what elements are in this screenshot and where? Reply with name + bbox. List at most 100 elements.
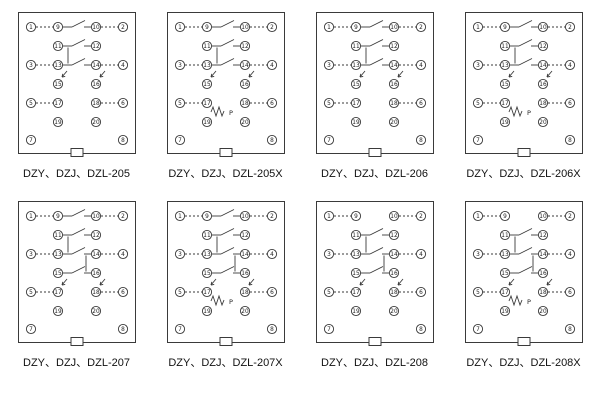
svg-text:6: 6 (270, 101, 274, 107)
svg-text:4: 4 (419, 252, 423, 258)
svg-text:9: 9 (205, 25, 209, 31)
svg-text:9: 9 (503, 25, 507, 31)
svg-text:1: 1 (29, 214, 33, 220)
svg-text:11: 11 (203, 44, 211, 50)
svg-text:3: 3 (178, 252, 182, 258)
svg-text:2: 2 (270, 25, 274, 31)
svg-text:12: 12 (390, 44, 398, 50)
svg-text:7: 7 (178, 327, 182, 333)
diagram-label: DZY、DZJ、DZL-208X (466, 357, 581, 369)
svg-text:3: 3 (327, 252, 331, 258)
svg-text:20: 20 (241, 309, 249, 315)
svg-text:8: 8 (270, 138, 274, 144)
svg-text:15: 15 (352, 271, 360, 277)
svg-text:8: 8 (121, 327, 125, 333)
svg-text:6: 6 (419, 101, 423, 107)
svg-text:15: 15 (54, 82, 62, 88)
svg-text:8: 8 (419, 138, 423, 144)
svg-text:9: 9 (205, 214, 209, 220)
svg-text:11: 11 (54, 233, 62, 239)
svg-text:3: 3 (29, 63, 33, 69)
svg-text:7: 7 (327, 138, 331, 144)
svg-text:2: 2 (419, 25, 423, 31)
svg-text:4: 4 (121, 252, 125, 258)
svg-text:6: 6 (419, 290, 423, 296)
svg-text:16: 16 (92, 271, 100, 277)
svg-text:1: 1 (178, 25, 182, 31)
svg-text:14: 14 (390, 63, 398, 69)
svg-text:1: 1 (29, 25, 33, 31)
svg-text:5: 5 (29, 290, 33, 296)
svg-text:12: 12 (92, 44, 100, 50)
svg-text:20: 20 (539, 309, 547, 315)
svg-text:7: 7 (29, 327, 33, 333)
svg-text:1: 1 (476, 214, 480, 220)
svg-text:13: 13 (54, 63, 62, 69)
svg-text:17: 17 (203, 101, 211, 107)
svg-text:12: 12 (539, 233, 547, 239)
svg-text:1: 1 (327, 25, 331, 31)
svg-text:19: 19 (54, 309, 62, 315)
svg-text:19: 19 (501, 309, 509, 315)
svg-text:13: 13 (501, 63, 509, 69)
svg-text:15: 15 (54, 271, 62, 277)
svg-text:11: 11 (54, 44, 62, 50)
svg-text:19: 19 (352, 309, 360, 315)
svg-text:14: 14 (241, 63, 249, 69)
svg-text:13: 13 (54, 252, 62, 258)
svg-text:18: 18 (92, 290, 100, 296)
svg-text:19: 19 (352, 120, 360, 126)
svg-text:10: 10 (241, 25, 249, 31)
svg-text:12: 12 (390, 233, 398, 239)
svg-text:13: 13 (352, 63, 360, 69)
svg-text:5: 5 (29, 101, 33, 107)
svg-text:18: 18 (539, 290, 547, 296)
svg-text:4: 4 (568, 63, 572, 69)
svg-text:14: 14 (539, 63, 547, 69)
svg-text:16: 16 (539, 82, 547, 88)
svg-text:20: 20 (390, 120, 398, 126)
svg-text:2: 2 (270, 214, 274, 220)
svg-text:16: 16 (241, 82, 249, 88)
svg-text:7: 7 (476, 327, 480, 333)
svg-text:11: 11 (352, 44, 360, 50)
svg-text:1: 1 (476, 25, 480, 31)
svg-text:2: 2 (419, 214, 423, 220)
svg-text:10: 10 (539, 214, 547, 220)
svg-text:14: 14 (241, 252, 249, 258)
diagram-label: DZY、DZJ、DZL-207 (23, 357, 130, 369)
svg-text:20: 20 (241, 120, 249, 126)
svg-text:18: 18 (539, 101, 547, 107)
svg-text:13: 13 (203, 252, 211, 258)
svg-text:18: 18 (390, 101, 398, 107)
svg-text:13: 13 (501, 252, 509, 258)
svg-text:18: 18 (241, 290, 249, 296)
diagram-label: DZY、DZJ、DZL-205X (168, 168, 283, 180)
svg-text:6: 6 (121, 101, 125, 107)
svg-text:16: 16 (390, 82, 398, 88)
svg-text:13: 13 (203, 63, 211, 69)
svg-text:12: 12 (92, 233, 100, 239)
svg-text:P: P (527, 298, 531, 306)
svg-text:9: 9 (503, 214, 507, 220)
svg-text:12: 12 (241, 44, 249, 50)
svg-text:3: 3 (29, 252, 33, 258)
svg-text:2: 2 (568, 214, 572, 220)
svg-text:5: 5 (178, 290, 182, 296)
svg-text:P: P (229, 298, 233, 306)
svg-text:2: 2 (121, 25, 125, 31)
svg-text:10: 10 (390, 25, 398, 31)
svg-text:20: 20 (92, 309, 100, 315)
svg-text:19: 19 (501, 120, 509, 126)
diagram-label: DZY、DZJ、DZL-208 (321, 357, 428, 369)
svg-text:8: 8 (419, 327, 423, 333)
